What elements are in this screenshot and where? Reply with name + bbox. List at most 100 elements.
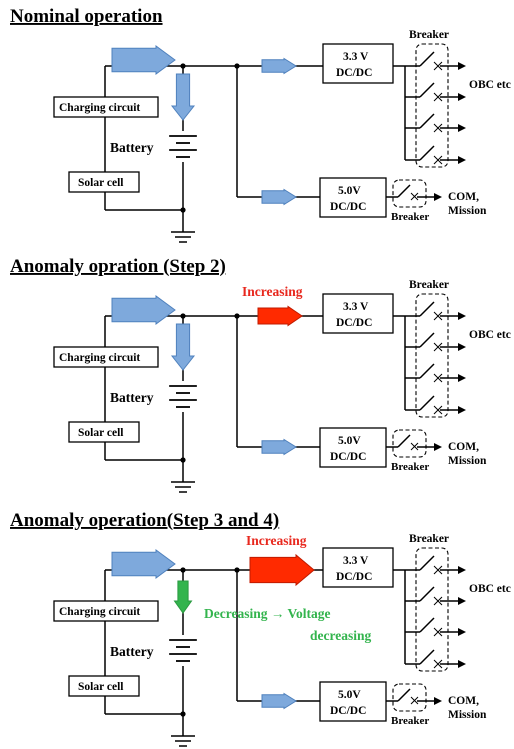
dcdc-5v0-box	[319, 681, 387, 722]
obc-label: OBC etc	[469, 329, 511, 341]
breaker-group-outline	[415, 43, 449, 168]
dcdc-3v3-label: 3.3 V	[343, 51, 369, 63]
output-flow-arrow-5v	[261, 188, 297, 206]
output-arrowhead	[458, 312, 466, 320]
dcdc-5v0-box	[319, 427, 387, 468]
breaker-switch	[419, 332, 435, 348]
input-flow-arrow	[111, 45, 176, 75]
breaker-switch	[397, 434, 411, 448]
obc-label: OBC etc	[469, 583, 511, 595]
com-label: COM,	[448, 441, 479, 453]
breaker-top-label: Breaker	[409, 279, 449, 291]
decreasing-arrow	[173, 580, 193, 614]
dcdc-3v3-sub: DC/DC	[336, 317, 372, 329]
dcdc-5v0-sub: DC/DC	[330, 451, 366, 463]
decreasing-label: Decreasing → Voltage	[204, 606, 331, 621]
panel-2: Anomaly opration (Step 2)BatteryCharging…	[10, 256, 511, 493]
charging-circuit-label: Charging circuit	[59, 352, 140, 364]
output-arrowhead	[458, 628, 466, 636]
increasing-arrow	[257, 305, 303, 327]
breaker-switch	[419, 363, 435, 379]
breaker-switch	[419, 301, 435, 317]
breaker-top-label: Breaker	[409, 533, 449, 545]
mission-label: Mission	[448, 455, 487, 467]
dcdc-3v3-sub: DC/DC	[336, 571, 372, 583]
junction-dot	[180, 711, 186, 717]
breaker-switch	[419, 51, 435, 67]
mission-label: Mission	[448, 205, 487, 217]
charging-circuit-box	[53, 96, 159, 118]
dcdc-3v3-label: 3.3 V	[343, 301, 369, 313]
breaker-bottom-label: Breaker	[391, 211, 429, 223]
breaker-switch	[419, 649, 435, 665]
junction-dot	[180, 313, 186, 319]
breaker-bottom-label: Breaker	[391, 461, 429, 473]
dcdc-3v3-box	[322, 547, 394, 588]
output-arrowhead	[434, 193, 442, 201]
panel-3: Anomaly operation(Step 3 and 4)BatteryCh…	[10, 510, 511, 747]
input-flow-arrow	[111, 295, 176, 325]
output-arrowhead	[434, 697, 442, 705]
solar-cell-box	[68, 675, 140, 697]
output-arrowhead	[458, 343, 466, 351]
decreasing-label-2: decreasing	[310, 628, 371, 643]
breaker-single-outline	[392, 429, 427, 458]
junction-dot	[180, 457, 186, 463]
output-flow-arrow-5v	[261, 692, 297, 710]
output-flow-arrow-5v	[261, 438, 297, 456]
breaker-switch	[419, 555, 435, 571]
dcdc-3v3-sub: DC/DC	[336, 67, 372, 79]
output-arrowhead	[458, 62, 466, 70]
dcdc-5v0-sub: DC/DC	[330, 705, 366, 717]
output-arrowhead	[458, 156, 466, 164]
junction-dot	[180, 567, 186, 573]
output-arrowhead	[458, 660, 466, 668]
breaker-switch	[419, 617, 435, 633]
output-arrowhead	[458, 566, 466, 574]
increasing-label: Increasing	[242, 284, 303, 299]
input-flow-arrow	[111, 549, 176, 579]
breaker-single-outline	[392, 179, 427, 208]
breaker-group-outline	[415, 547, 449, 672]
panel-title: Anomaly opration (Step 2)	[10, 256, 226, 277]
breaker-top-label: Breaker	[409, 29, 449, 41]
dcdc-3v3-label: 3.3 V	[343, 555, 369, 567]
output-arrowhead	[458, 124, 466, 132]
increasing-arrow	[249, 553, 315, 587]
charging-circuit-label: Charging circuit	[59, 102, 140, 114]
junction-dot	[180, 207, 186, 213]
battery-label: Battery	[110, 644, 154, 659]
charging-circuit-box	[53, 346, 159, 368]
panel-title: Anomaly operation(Step 3 and 4)	[10, 510, 279, 531]
dcdc-5v0-sub: DC/DC	[330, 201, 366, 213]
breaker-switch	[419, 113, 435, 129]
dcdc-5v0-label: 5.0V	[338, 185, 361, 197]
breaker-switch	[419, 395, 435, 411]
solar-cell-box	[68, 171, 140, 193]
dcdc-5v0-label: 5.0V	[338, 435, 361, 447]
breaker-switch	[419, 145, 435, 161]
output-arrowhead	[458, 374, 466, 382]
solar-cell-label: Solar cell	[78, 681, 123, 693]
increasing-label: Increasing	[246, 533, 307, 548]
breaker-switch	[397, 688, 411, 702]
charging-circuit-box	[53, 600, 159, 622]
solar-cell-label: Solar cell	[78, 177, 123, 189]
dcdc-3v3-box	[322, 293, 394, 334]
com-label: COM,	[448, 695, 479, 707]
breaker-switch	[397, 184, 411, 198]
output-arrowhead	[458, 406, 466, 414]
breaker-single-outline	[392, 683, 427, 712]
dcdc-3v3-box	[322, 43, 394, 84]
output-arrowhead	[458, 597, 466, 605]
battery-charge-arrow	[170, 323, 196, 371]
battery-charge-arrow	[170, 73, 196, 121]
solar-cell-label: Solar cell	[78, 427, 123, 439]
junction-dot	[180, 63, 186, 69]
output-arrowhead	[434, 443, 442, 451]
output-arrowhead	[458, 93, 466, 101]
mission-label: Mission	[448, 709, 487, 721]
output-flow-arrow-3v3	[261, 57, 297, 75]
